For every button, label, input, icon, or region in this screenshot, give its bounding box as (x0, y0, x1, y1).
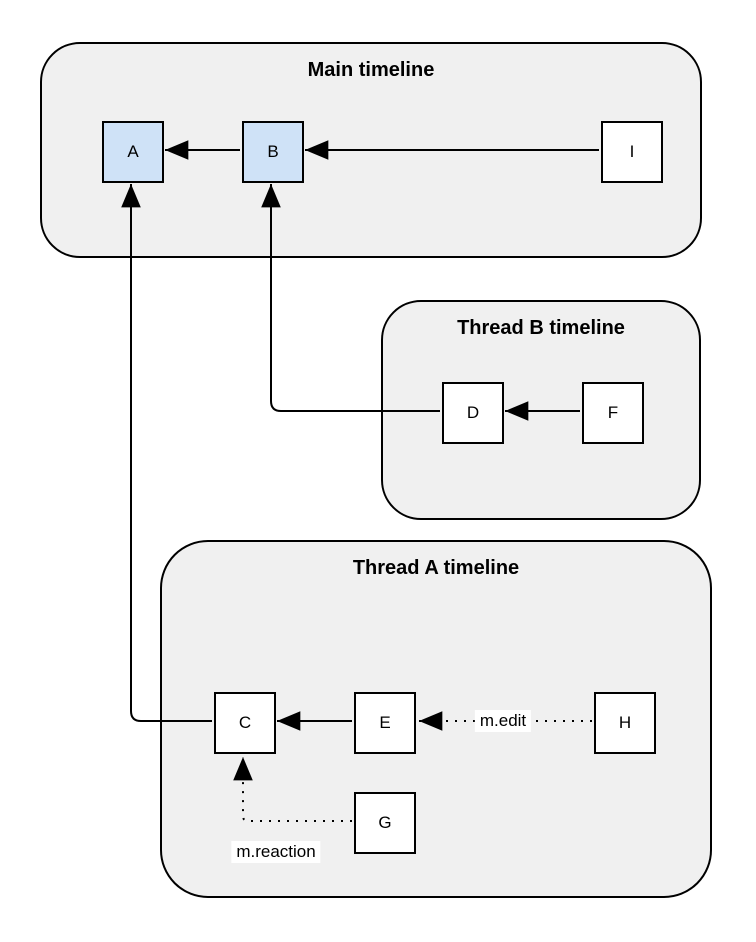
event-node-d-label: D (466, 403, 480, 422)
container-thread-b-timeline: Thread B timeline D F (381, 300, 701, 520)
event-node-a-label: A (127, 142, 139, 161)
edge-label-m-edit: m.edit (474, 710, 532, 732)
event-node-g-label: G (378, 813, 392, 832)
event-node-c-label: C (238, 713, 252, 732)
event-node-h: H (594, 692, 656, 754)
main-timeline-title: Main timeline (307, 59, 435, 81)
container-main-timeline: Main timeline A B I (40, 42, 702, 258)
thread-a-timeline-title: Thread A timeline (352, 557, 520, 579)
event-node-a: A (102, 121, 164, 183)
container-thread-a-timeline: Thread A timeline C E H G (160, 540, 712, 898)
event-node-f: F (582, 382, 644, 444)
event-node-d: D (442, 382, 504, 444)
event-node-c: C (214, 692, 276, 754)
event-node-i: I (601, 121, 663, 183)
event-node-e: E (354, 692, 416, 754)
edge-label-m-reaction: m.reaction (231, 841, 321, 863)
event-node-g: G (354, 792, 416, 854)
event-node-h-label: H (618, 713, 632, 732)
event-node-i-label: I (629, 142, 635, 161)
event-node-b-label: B (267, 142, 279, 161)
event-node-e-label: E (379, 713, 391, 732)
event-node-f-label: F (607, 403, 619, 422)
thread-b-timeline-title: Thread B timeline (457, 317, 625, 339)
event-node-b: B (242, 121, 304, 183)
